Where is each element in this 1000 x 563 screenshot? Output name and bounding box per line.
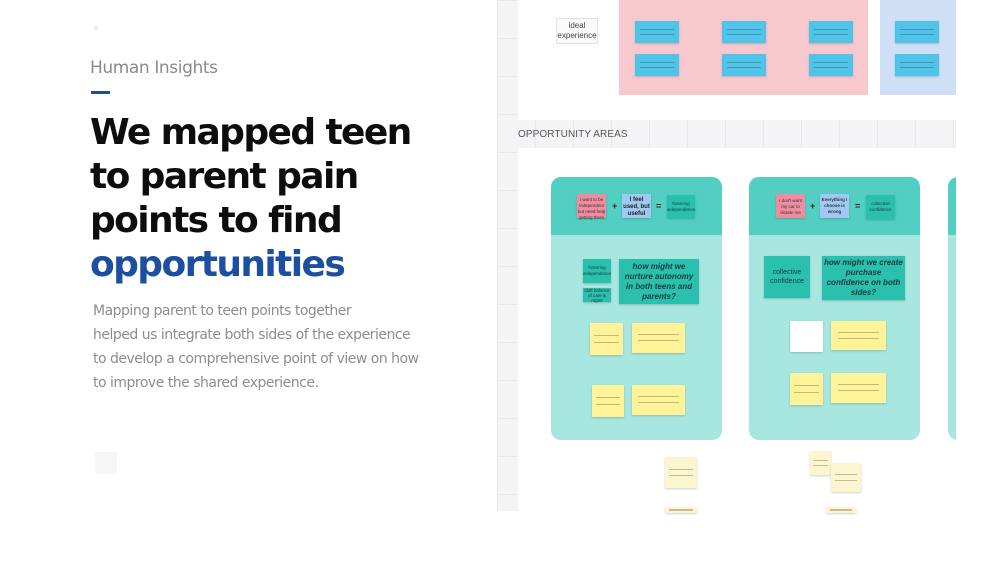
sticky-note	[632, 385, 685, 415]
accent-rule	[91, 91, 110, 94]
faint-placeholder	[95, 452, 117, 474]
how-might-we-note: how might we nurture autonomy in both te…	[619, 259, 699, 304]
sticky-note	[665, 457, 697, 488]
body-paragraph: Mapping parent to teen points together h…	[93, 299, 453, 395]
pain-note-teen: I don't want my car to dictate me	[776, 194, 805, 218]
decorative-dot	[94, 26, 98, 30]
equals-operator: =	[656, 201, 662, 211]
page-title: We mapped teen to parent pain points to …	[90, 111, 470, 287]
theme-note: collective confidence	[866, 195, 895, 219]
title-accent-word: opportunities	[90, 244, 346, 285]
sticky-note	[592, 385, 624, 417]
pain-note-parent: Everything I choose is wrong	[820, 194, 849, 218]
sticky-note	[810, 451, 831, 475]
plus-operator: +	[612, 201, 618, 211]
sticky-note	[722, 21, 766, 43]
title-line-3: points to find	[90, 200, 343, 241]
sticky-note	[722, 54, 766, 76]
pain-note-teen: I want to be independent but need help g…	[577, 194, 606, 220]
plus-operator: +	[810, 201, 816, 211]
body-line-4: to improve the shared experience.	[93, 375, 319, 391]
blue-column	[880, 0, 956, 95]
sticky-note	[635, 21, 679, 43]
sticky-note	[809, 54, 853, 76]
sticky-note	[632, 323, 685, 353]
sticky-note	[590, 323, 623, 355]
side-theme-note: fostering independence	[583, 259, 611, 283]
section-eyebrow: Human Insights	[90, 58, 218, 78]
sticky-note	[831, 463, 861, 492]
theme-note: fostering independence	[667, 195, 695, 218]
sticky-note	[831, 373, 886, 403]
equals-operator: =	[855, 201, 861, 211]
sticky-note	[831, 321, 886, 350]
sticky-note	[635, 54, 679, 76]
sticky-note	[665, 507, 697, 513]
sticky-note	[790, 321, 823, 352]
pink-column	[619, 0, 868, 95]
sticky-note	[809, 21, 853, 43]
body-line-1: Mapping parent to teen points together	[93, 303, 352, 319]
board-edge-mask	[956, 0, 1000, 563]
sticky-note	[895, 54, 939, 76]
pain-note-parent: I feel used, but useful	[622, 194, 651, 218]
side-theme-note: shift balance of care & mgmt	[583, 287, 611, 303]
body-line-2: helped us integrate both sides of the ex…	[93, 327, 411, 343]
intro-panel: Human Insights We mapped teen to parent …	[0, 0, 497, 563]
body-line-3: to develop a comprehensive point of view…	[93, 351, 419, 367]
sticky-note	[790, 373, 823, 405]
sticky-note	[895, 21, 939, 43]
title-line-2: to parent pain	[90, 156, 359, 197]
how-might-we-note: how might we create purchase confidence …	[822, 256, 905, 300]
ideal-experience-label: ideal experience	[556, 18, 598, 44]
title-line-1: We mapped teen	[90, 112, 412, 153]
side-theme-note: collective confidence	[764, 256, 810, 298]
sticky-note	[826, 507, 856, 513]
section-title: OPPORTUNITY AREAS	[518, 129, 628, 140]
